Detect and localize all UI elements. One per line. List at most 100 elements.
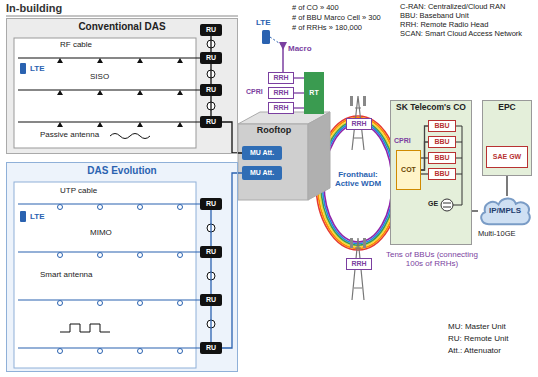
building-outline bbox=[14, 38, 196, 148]
smart-antenna bbox=[98, 301, 103, 306]
cable-connector bbox=[294, 107, 304, 108]
box-label: RU bbox=[206, 296, 216, 304]
box-label: BBU bbox=[434, 122, 449, 130]
remote-unit-box: RU bbox=[200, 84, 222, 96]
fronthaul-label: Fronthaul: Active WDM bbox=[329, 170, 387, 188]
macro-antenna bbox=[279, 42, 287, 50]
smart-antenna bbox=[138, 205, 143, 210]
rrh-box: RRH bbox=[268, 87, 294, 99]
abbreviation-note: RRH: Remote Radio Head bbox=[400, 21, 488, 30]
smart-antenna bbox=[138, 349, 143, 354]
box-label: RU bbox=[206, 86, 216, 94]
interface-label: CPRI bbox=[394, 137, 411, 145]
cable-connector bbox=[294, 77, 304, 78]
panel-title: EPC bbox=[487, 103, 527, 112]
rrh-box: RRH bbox=[268, 102, 294, 114]
box-label: RRH bbox=[273, 89, 288, 97]
cable-connector bbox=[222, 173, 242, 348]
cable-connector bbox=[472, 210, 478, 211]
cable-connector bbox=[210, 64, 211, 84]
remote-unit-box: RU bbox=[200, 116, 222, 128]
abbreviation-note: RU: Remote Unit bbox=[448, 334, 508, 343]
passive-antenna bbox=[137, 58, 143, 63]
section-heading: In-building bbox=[6, 2, 62, 15]
cable-connector bbox=[506, 176, 507, 196]
cable-connector bbox=[421, 126, 428, 170]
remote-unit-box: RU bbox=[200, 294, 222, 306]
box-label: RU bbox=[206, 248, 216, 256]
abbreviation-note: BBU: Baseband Unit bbox=[400, 12, 469, 21]
box-label: RT bbox=[309, 89, 318, 97]
box-label: MU Att. bbox=[250, 169, 274, 177]
floor-cable bbox=[18, 204, 200, 348]
smart-antenna bbox=[58, 253, 63, 258]
rooftop-building: Rooftop MU Att. MU Att. bbox=[238, 124, 310, 200]
device-label: LTE bbox=[30, 212, 45, 221]
box-label: RU bbox=[206, 344, 216, 352]
cot-box: COT bbox=[396, 150, 421, 190]
passive-antenna bbox=[137, 122, 143, 127]
phone-icon bbox=[20, 211, 26, 222]
ge-switch bbox=[441, 199, 453, 211]
remote-unit-box: RU bbox=[200, 342, 222, 354]
box-label: IP/MPLS bbox=[489, 207, 521, 216]
panel-fill bbox=[482, 100, 532, 176]
drawing-part bbox=[350, 238, 353, 248]
smart-antenna bbox=[58, 205, 63, 210]
bbu-note: Tens of BBUs (connecting 100s of RRHs) bbox=[382, 250, 482, 268]
smart-antenna bbox=[178, 253, 183, 258]
drawing-part bbox=[363, 238, 366, 248]
antenna-label: Passive antenna bbox=[40, 130, 99, 139]
abbreviation-note: Att.: Attenuator bbox=[448, 346, 501, 355]
drawing-part bbox=[18, 203, 200, 204]
panel-title: Rooftop bbox=[242, 126, 306, 136]
box-label: RU bbox=[206, 200, 216, 208]
statistic-note: # of CO » 400 bbox=[292, 4, 339, 13]
site-box: SK Telecom's COCOTBBUBBUBBUBBU bbox=[390, 100, 472, 245]
cable-connector bbox=[210, 96, 211, 116]
bbu-box: BBU bbox=[428, 120, 456, 132]
rrh-box: RRH bbox=[346, 118, 372, 130]
remote-unit-box: RU bbox=[200, 198, 222, 210]
smart-antenna bbox=[178, 205, 183, 210]
smart-antenna bbox=[138, 301, 143, 306]
box-label: BBU bbox=[434, 170, 449, 178]
device-label: LTE bbox=[256, 18, 271, 27]
passive-antenna bbox=[97, 58, 103, 63]
panel-fill bbox=[390, 100, 472, 245]
box-label: RRH bbox=[273, 104, 288, 112]
panel-title: DAS Evolution bbox=[11, 165, 233, 176]
passive-antenna bbox=[57, 122, 63, 127]
passive-antenna bbox=[177, 58, 183, 63]
smart-antenna bbox=[58, 301, 63, 306]
building-outline bbox=[14, 182, 196, 368]
master-unit-box: MU Att. bbox=[242, 146, 282, 160]
passive-antenna bbox=[97, 122, 103, 127]
site-label: Macro bbox=[288, 44, 312, 53]
antenna-label: Smart antenna bbox=[40, 270, 92, 279]
cable-connector bbox=[222, 122, 242, 153]
antenna-group bbox=[57, 58, 183, 354]
statistic-note: # of BBU Marco Cell » 300 bbox=[292, 14, 381, 23]
remote-unit-box: RU bbox=[200, 52, 222, 64]
gateway-box: SAE GW bbox=[486, 146, 528, 168]
cable-label: UTP cable bbox=[60, 186, 97, 195]
device-label: LTE bbox=[30, 64, 45, 73]
box-label: BBU bbox=[434, 138, 449, 146]
box-label: RRH bbox=[351, 120, 366, 128]
das-panel: DAS EvolutionRU RU RU RU bbox=[6, 162, 238, 372]
drawing-part bbox=[363, 96, 366, 106]
bbu-box: BBU bbox=[428, 168, 456, 180]
bbu-box: BBU bbox=[428, 152, 456, 164]
drawing-part bbox=[18, 121, 200, 122]
cloud-shape bbox=[481, 198, 529, 224]
box-label: COT bbox=[401, 166, 416, 174]
smart-antenna bbox=[98, 253, 103, 258]
passive-antenna bbox=[97, 90, 103, 95]
cable-connector bbox=[294, 92, 304, 93]
drawing-part bbox=[18, 89, 200, 90]
smart-antenna bbox=[58, 349, 63, 354]
mode-label: SISO bbox=[90, 72, 109, 81]
switch-arrows bbox=[443, 203, 451, 207]
